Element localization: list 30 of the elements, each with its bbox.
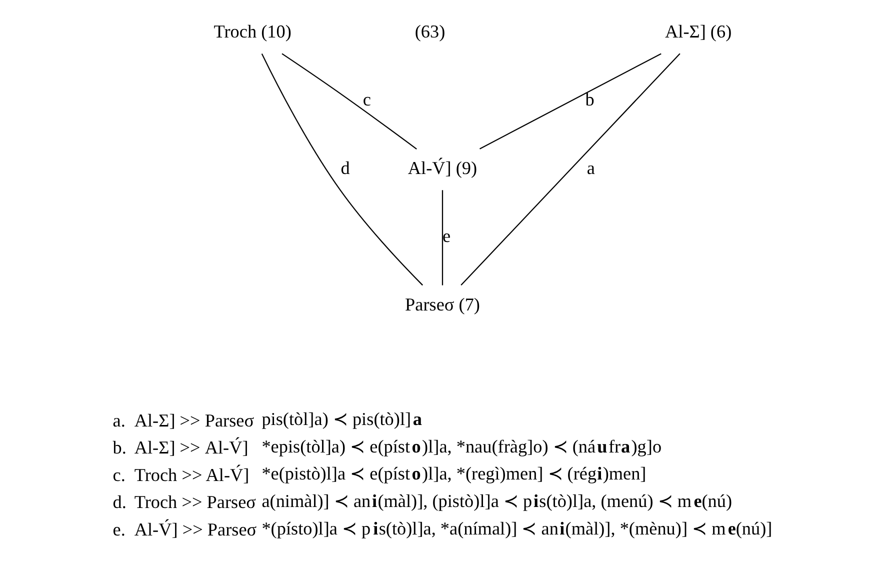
label: a(nimàl)] ≺ ani(màl)], (pistò)l]a ≺ pis(tò)l]a, (menú) ≺ me(nú) (261, 490, 732, 511)
label: Troch >> Parseσ (134, 492, 256, 512)
label: Al-Σ] >> Parseσ (134, 410, 254, 430)
label: b. (112, 438, 126, 458)
edge-label: a (586, 158, 594, 178)
edge-label: d (340, 158, 350, 178)
connector (478, 53, 661, 150)
edge-label: e (442, 226, 450, 246)
label: Al-Σ] >> Al-V́] (134, 438, 248, 458)
connector (441, 190, 443, 286)
label: e. (112, 519, 125, 540)
edge-label: c (362, 90, 370, 110)
node-text: Parseσ (7) (404, 294, 480, 314)
label: (63) (414, 21, 445, 42)
edge-label: b (584, 90, 594, 110)
connector (281, 53, 416, 150)
label: *(písto)l]a ≺ pis(tò)l]a, *a(nímal)] ≺ ani(màl)], *(mènu)] ≺ me(nú)] (261, 518, 772, 538)
connector (460, 53, 680, 286)
label: a. (112, 410, 125, 430)
connector (260, 53, 422, 286)
label: *e(pistò)l]a ≺ e(písto)l]a, *(regì)men] ≺ (régi)men] (261, 464, 646, 484)
label: c. (112, 464, 125, 485)
label: d. (112, 492, 126, 512)
node-text: Troch (10) (213, 21, 291, 42)
node-text: Al-Σ] (6) (664, 21, 732, 42)
label: Troch >> Al-V́] (134, 464, 249, 485)
node-text: Al-V́] (9) (407, 158, 477, 178)
label: pis(tòl]a) ≺ pis(tò)l]a (261, 409, 422, 430)
label: Al-V́] >> Parseσ (134, 519, 256, 540)
label: *epis(tòl]a) ≺ e(písto)l]a, *nau(fràg]o) ≺ (náufra)g]o (261, 436, 662, 456)
